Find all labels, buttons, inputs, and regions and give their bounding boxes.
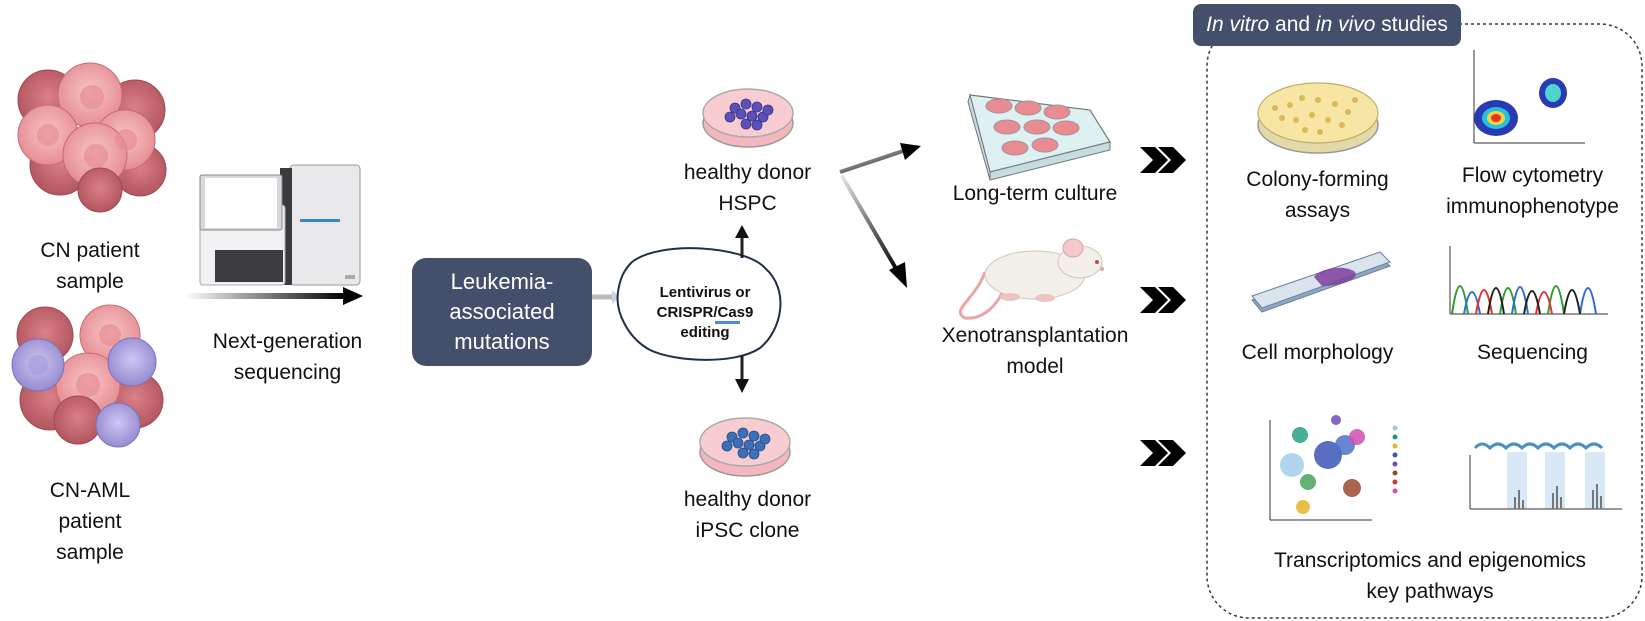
- header-in-vivo: in vivo: [1315, 13, 1376, 36]
- xeno-label: Xenotransplantation model: [930, 320, 1140, 382]
- donor-ipsc-line-2: iPSC clone: [695, 519, 800, 542]
- editing-line-2: CRISPR/Cas9: [656, 304, 754, 321]
- colony-line-1: Colony-forming: [1246, 168, 1389, 191]
- colony-label: Colony-forming assays: [1225, 164, 1410, 226]
- sequencer-machine-icon: [199, 164, 361, 286]
- microscope-slide-icon: [1251, 251, 1391, 313]
- cn-aml-sample-label: CN-AML patient sample: [15, 475, 165, 568]
- ipsc-dish-icon: [699, 417, 791, 477]
- morphology-label: Cell morphology: [1241, 341, 1394, 364]
- edit-to-ipsc-arrow: [735, 355, 749, 393]
- cn-aml-line-1: CN-AML: [49, 479, 131, 502]
- header-and: and: [1269, 13, 1316, 36]
- donor-hspc-line-1: healthy donor: [683, 161, 812, 184]
- editing-line-3: editing: [680, 324, 730, 341]
- omics-label: Transcriptomics and epigenomics key path…: [1240, 545, 1620, 607]
- omics-line-2: key pathways: [1366, 580, 1494, 603]
- flow-cytometry-plot: [1473, 50, 1585, 144]
- edit-to-hspc-arrow: [735, 225, 749, 258]
- mutations-line-1: Leukemia-: [450, 269, 554, 294]
- donor-ipsc-label: healthy donor iPSC clone: [665, 484, 830, 546]
- donor-ipsc-line-1: healthy donor: [683, 488, 812, 511]
- donor-hspc-line-2: HSPC: [718, 192, 777, 215]
- long-term-culture-label: Long-term culture: [952, 182, 1118, 205]
- colony-plate-icon: [1257, 82, 1379, 154]
- hspc-dish-icon: [702, 88, 794, 148]
- cn-sample-line-2: sample: [56, 270, 124, 293]
- flow-line-1: Flow cytometry: [1461, 164, 1604, 187]
- cn-aml-sample-cells: [11, 304, 164, 448]
- ngs-line-2: sequencing: [233, 361, 342, 384]
- header-in-vitro: In vitro: [1206, 13, 1270, 36]
- cn-sample-label: CN patient sample: [15, 235, 165, 297]
- chevron-icon-3: [1140, 440, 1186, 466]
- xeno-line-1: Xenotransplantation: [941, 324, 1129, 347]
- mutations-line-3: mutations: [454, 329, 550, 354]
- editing-line-1: Lentivirus or: [659, 284, 751, 301]
- cn-sample-cells: [17, 62, 167, 213]
- mutations-box: Leukemia- associated mutations: [412, 258, 592, 366]
- cn-sample-line-1: CN patient: [40, 239, 140, 262]
- ngs-line-1: Next-generation: [212, 330, 363, 353]
- flow-label: Flow cytometry immunophenotype: [1435, 160, 1630, 222]
- editing-pipette-icon: [585, 247, 782, 361]
- colony-line-2: assays: [1284, 199, 1351, 222]
- to-xeno-arrow: [840, 174, 907, 288]
- header-studies: studies: [1375, 13, 1448, 36]
- studies-header: In vitro and in vivo studies: [1193, 4, 1461, 46]
- donor-hspc-label: healthy donor HSPC: [665, 157, 830, 219]
- editing-label: Lentivirus or CRISPR/Cas9 editing: [640, 283, 770, 343]
- xeno-line-2: model: [1006, 355, 1064, 378]
- omics-line-1: Transcriptomics and epigenomics: [1273, 549, 1587, 572]
- ngs-label: Next-generation sequencing: [190, 326, 385, 388]
- flow-line-2: immunophenotype: [1446, 195, 1619, 218]
- mouse-icon: [958, 238, 1104, 320]
- chevron-icon-1: [1140, 147, 1186, 173]
- mutations-line-2: associated: [449, 299, 555, 324]
- to-culture-arrow: [839, 143, 921, 174]
- chromatogram-plot: [1449, 246, 1608, 315]
- chromatin-peaks-plot: [1469, 442, 1622, 510]
- well-plate-icon: [967, 93, 1111, 181]
- sequencing-label: Sequencing: [1477, 341, 1588, 364]
- ngs-arrow: [185, 287, 363, 305]
- tsne-plot: [1269, 415, 1398, 521]
- cn-aml-line-3: sample: [56, 541, 124, 564]
- cn-aml-line-2: patient: [58, 510, 122, 533]
- chevron-icon-2: [1140, 287, 1186, 313]
